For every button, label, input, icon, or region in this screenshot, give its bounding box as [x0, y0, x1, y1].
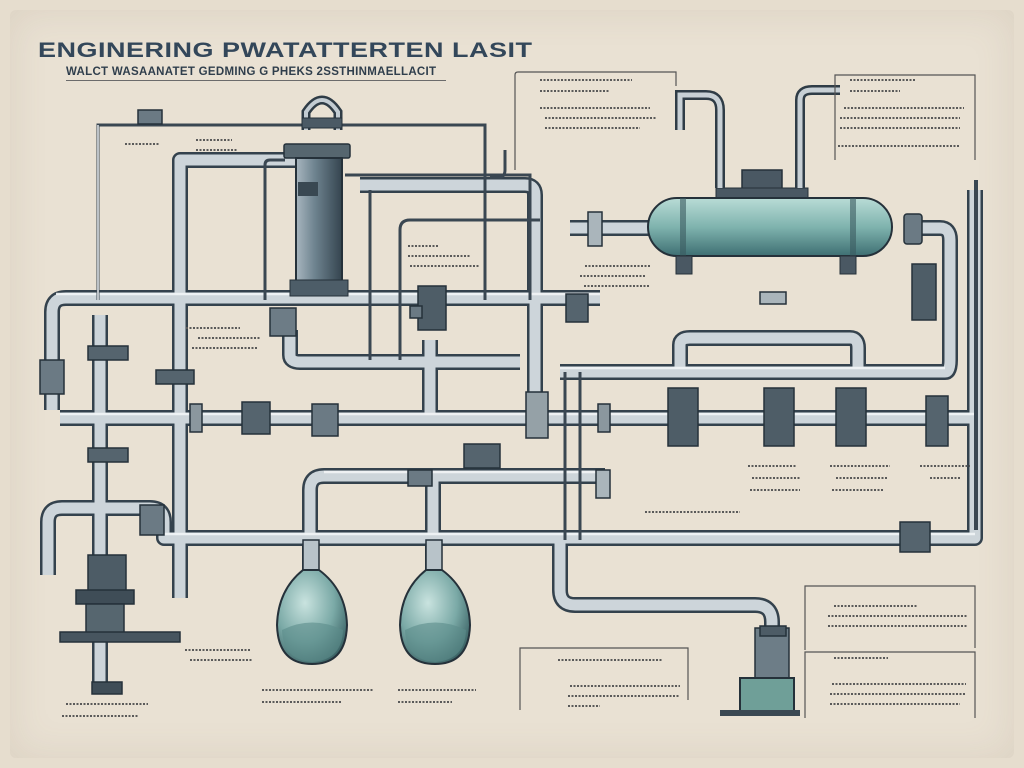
thin-lines [96, 123, 978, 540]
base-tank [720, 627, 800, 716]
flask-left [275, 539, 349, 666]
callout-lines [62, 79, 970, 717]
subtitle-underline [66, 80, 446, 81]
pipe-network [40, 152, 983, 690]
diagram-subtitle: WALCT WASAANATET GEDMING G PHEKS 2SSTHIN… [66, 66, 437, 78]
horizontal-tank [587, 85, 923, 275]
vertical-column [269, 95, 351, 337]
diagram-title: ENGINERING PWATATTERTEN LASIT [38, 38, 533, 62]
flask-right [398, 539, 472, 666]
valves [39, 109, 949, 695]
callouts [514, 71, 976, 718]
